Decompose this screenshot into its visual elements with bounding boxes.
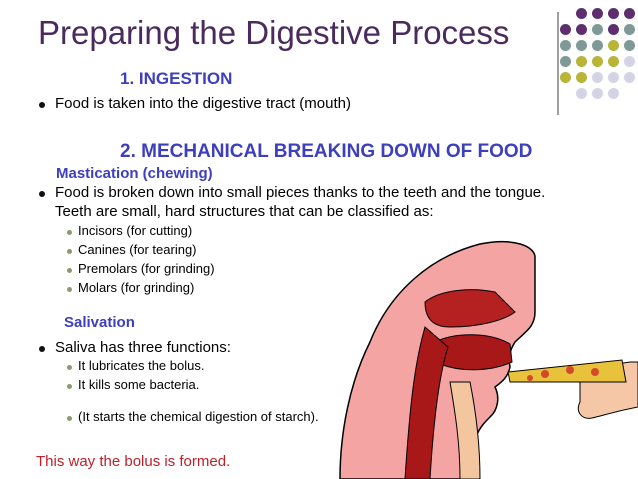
teeth-item: Canines (for tearing) [78,242,197,257]
mechanical-heading: 2. MECHANICAL BREAKING DOWN OF FOOD [120,141,533,162]
saliva-item: (It starts the chemical digestion of sta… [78,409,319,424]
head-eating-illustration-icon [339,240,638,479]
teeth-item: Incisors (for cutting) [78,223,193,238]
title-divider [557,12,559,115]
teeth-item: Molars (for grinding) [78,280,195,295]
sub-bullet-icon [67,249,72,254]
mastication-line-2: Teeth are small, hard structures that ca… [55,203,434,220]
saliva-item: It kills some bacteria. [78,377,200,392]
bullet-icon [39,102,45,108]
mastication-line-1: Food is broken down into small pieces th… [55,184,546,201]
slide-title: Preparing the Digestive Process [38,14,510,51]
ingestion-text: Food is taken into the digestive tract (… [55,95,351,112]
mastication-heading: Mastication (chewing) [56,165,213,182]
teeth-item: Premolars (for grinding) [78,261,215,276]
salivation-heading: Salivation [64,314,135,331]
saliva-item: It lubricates the bolus. [78,358,205,373]
footer-text: This way the bolus is formed. [36,453,231,470]
decorative-dot-grid-icon [560,8,638,128]
sub-bullet-icon [67,384,72,389]
sub-bullet-icon [67,268,72,273]
bullet-icon [39,191,45,197]
bullet-icon [39,346,45,352]
sub-bullet-icon [67,365,72,370]
sub-bullet-icon [67,416,72,421]
saliva-text: Saliva has three functions: [55,339,231,356]
sub-bullet-icon [67,230,72,235]
ingestion-heading: 1. INGESTION [120,69,233,88]
sub-bullet-icon [67,287,72,292]
